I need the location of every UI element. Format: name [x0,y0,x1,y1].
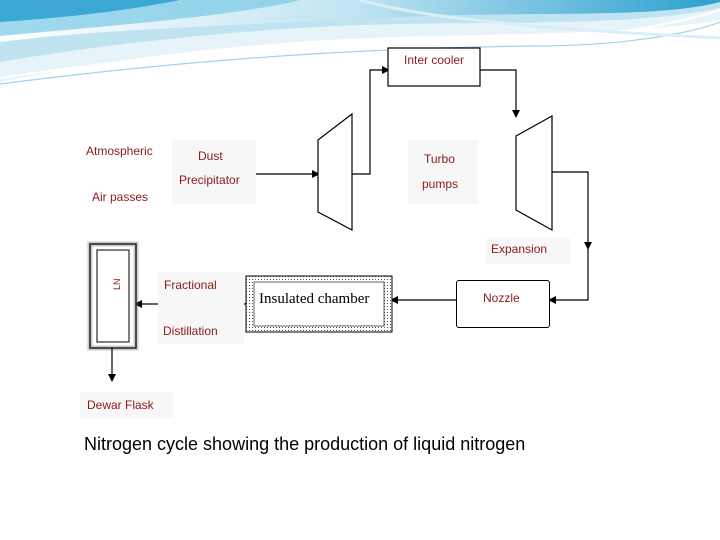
flask-mark-label: LN [112,278,122,290]
flow-line-to-expansion [552,171,592,250]
header-wave [0,0,720,85]
dewar-flask-inner [96,249,130,343]
expansion-label: Expansion [491,242,548,256]
dust-label: Dust [198,149,223,163]
flow-line-from-intercooler [480,69,520,118]
turbo-pumps-box [408,140,478,204]
precipitator-label: Precipitator [179,173,240,187]
turbo-label: Turbo [424,152,455,166]
pumps-label: pumps [422,177,459,191]
fractional-label: Fractional [164,278,217,292]
air-passes-label: Air passes [92,190,149,204]
diagram-caption: Nitrogen cycle showing the production of… [84,434,526,454]
atmospheric-box [80,140,164,206]
inter-cooler-box [387,47,481,87]
dewar-flask-label: Dewar Flask [87,398,154,412]
atmospheric-label: Atmospheric [86,144,153,158]
distillation-label: Distillation [163,324,218,338]
flow-line-to-intercooler [352,66,390,175]
dewar-flask-wall [87,241,139,351]
turbo-compressor-1 [317,112,353,231]
insulated-chamber-label: Insulated chamber [259,291,370,307]
flow-line-expansion-to-nozzle [548,248,589,304]
nozzle-label: Nozzle [483,291,520,305]
inter-cooler-label: Inter cooler [404,53,465,67]
insulated-chamber-inner [253,281,385,327]
nozzle-box [456,280,550,328]
turbo-compressor-2 [515,114,553,232]
